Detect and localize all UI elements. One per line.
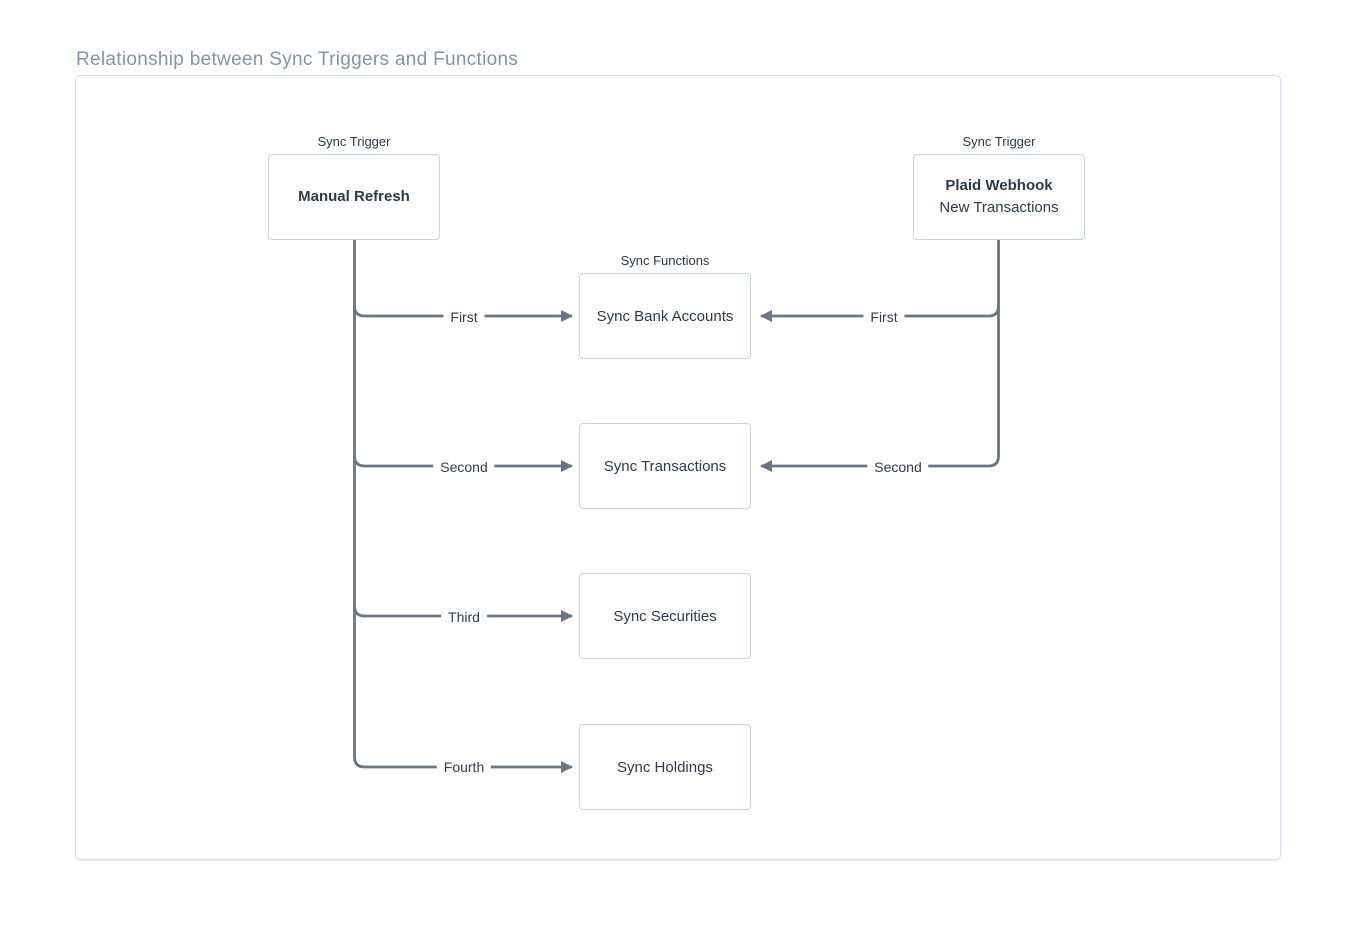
edge-plaid-webhook-second <box>760 240 1000 472</box>
function-name-sync-securities: Sync Securities <box>613 607 717 625</box>
function-box-sync-bank-accounts: Sync Bank Accounts <box>579 273 751 359</box>
trigger-title-manual-refresh: Manual Refresh <box>298 188 410 205</box>
caption-sync-trigger-manual: Sync Trigger <box>317 134 391 149</box>
edge-label-manual-refresh-first: First <box>443 309 485 325</box>
caption-sync-functions: Sync Functions <box>620 253 710 268</box>
function-box-sync-securities: Sync Securities <box>579 573 751 659</box>
function-box-sync-holdings: Sync Holdings <box>579 724 751 810</box>
function-box-sync-transactions: Sync Transactions <box>579 423 751 509</box>
edge-label-manual-refresh-third: Third <box>441 609 487 625</box>
caption-sync-trigger-webhook: Sync Trigger <box>962 134 1036 149</box>
edge-manual-refresh-third <box>353 605 573 622</box>
page-title: Relationship between Sync Triggers and F… <box>76 49 519 70</box>
trigger-subtitle-new-transactions: New Transactions <box>939 199 1059 216</box>
edge-label-plaid-webhook-second: Second <box>867 459 929 475</box>
diagram-canvas: Sync Trigger Sync Trigger Sync Functions… <box>75 75 1281 860</box>
edge-manual-refresh-fourth <box>353 240 573 773</box>
edge-plaid-webhook-first <box>760 305 1000 322</box>
edge-manual-refresh-second <box>353 455 573 472</box>
trigger-title-plaid-webhook: Plaid Webhook <box>945 177 1053 194</box>
function-name-sync-transactions: Sync Transactions <box>603 457 727 475</box>
edge-label-manual-refresh-fourth: Fourth <box>436 759 492 775</box>
edge-label-plaid-webhook-first: First <box>863 309 905 325</box>
function-name-sync-bank-accounts: Sync Bank Accounts <box>596 307 734 325</box>
edge-label-manual-refresh-second: Second <box>433 459 495 475</box>
edge-manual-refresh-first <box>353 305 573 322</box>
trigger-box-plaid-webhook: Plaid Webhook New Transactions <box>913 154 1085 240</box>
connector-lines <box>353 240 1000 773</box>
function-name-sync-holdings: Sync Holdings <box>617 758 713 776</box>
trigger-box-manual-refresh: Manual Refresh <box>268 154 440 240</box>
